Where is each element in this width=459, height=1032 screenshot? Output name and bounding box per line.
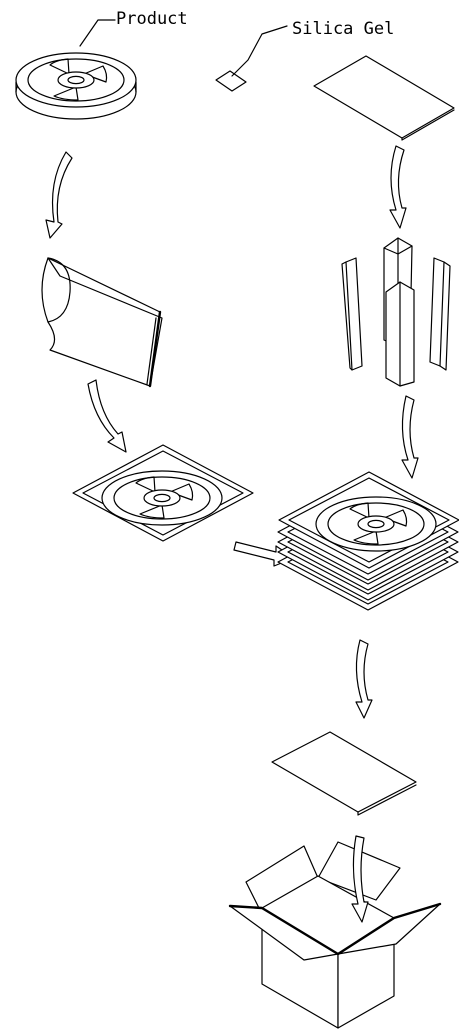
bag-stack	[277, 471, 459, 611]
flat-sheet-top	[313, 55, 455, 141]
product-reel	[15, 52, 137, 120]
arrow-bag-to-sealed	[87, 379, 127, 453]
sealed-bag-with-reel	[72, 444, 254, 542]
separator-strips	[341, 237, 451, 387]
silica-gel-label: Silica Gel	[292, 19, 394, 39]
silica-gel-label-text: Silica Gel	[292, 19, 394, 39]
arrow-into-box	[351, 835, 369, 923]
product-label-text: Product	[116, 9, 188, 29]
arrow-reel-to-bag	[45, 151, 73, 239]
arrow-separators-to-stack	[401, 395, 419, 479]
flat-sheet-bottom	[271, 731, 417, 816]
silica-gel-sachet	[215, 25, 288, 92]
arrow-stack-to-sheet	[355, 639, 373, 719]
shipping-box	[228, 841, 442, 1029]
barrier-bag	[41, 257, 163, 388]
product-label: Product	[79, 9, 188, 47]
arrow-sheet-to-separators	[389, 145, 407, 229]
